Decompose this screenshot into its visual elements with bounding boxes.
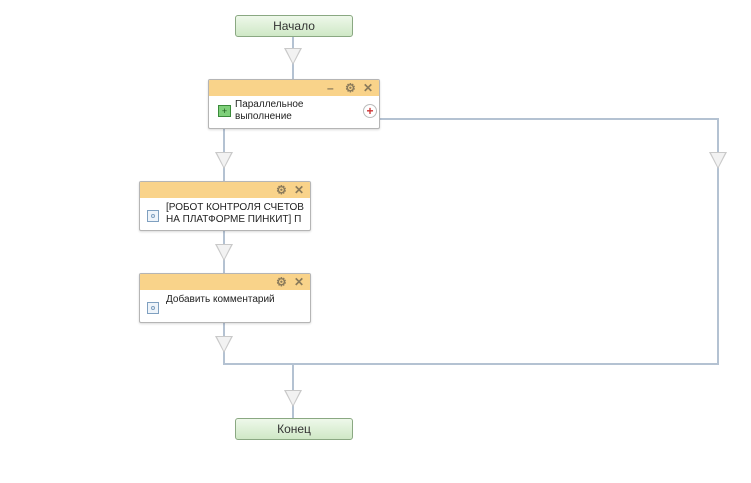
parallel-block[interactable]: – ⚙ ✕ + Параллельное выполнение +: [208, 79, 380, 129]
close-icon[interactable]: ✕: [294, 275, 305, 289]
block-header: ⚙ ✕: [140, 274, 310, 290]
gear-icon[interactable]: ⚙: [345, 81, 356, 95]
block-title: [РОБОТ КОНТРОЛЯ СЧЕТОВ НА ПЛАТФОРМЕ ПИНК…: [166, 202, 304, 225]
block-title: Добавить комментарий: [166, 294, 275, 305]
close-icon[interactable]: ✕: [363, 81, 374, 95]
arrow-down-icon: [215, 152, 233, 169]
block-header: – ⚙ ✕: [209, 80, 379, 96]
end-node[interactable]: Конец: [235, 418, 353, 440]
activity-icon: [147, 302, 159, 314]
block-header: ⚙ ✕: [140, 182, 310, 198]
robot-block[interactable]: ⚙ ✕ [РОБОТ КОНТРОЛЯ СЧЕТОВ НА ПЛАТФОРМЕ …: [139, 181, 311, 231]
add-branch-icon[interactable]: +: [363, 104, 377, 118]
comment-block[interactable]: ⚙ ✕ Добавить комментарий: [139, 273, 311, 323]
connector: [380, 118, 719, 120]
arrow-down-icon: [284, 390, 302, 407]
parallel-icon: +: [218, 105, 231, 117]
arrow-down-icon: [284, 48, 302, 65]
connector: [717, 118, 719, 365]
minimize-icon[interactable]: –: [327, 81, 334, 95]
start-node[interactable]: Начало: [235, 15, 353, 37]
gear-icon[interactable]: ⚙: [276, 183, 287, 197]
arrow-down-icon: [709, 152, 727, 169]
gear-icon[interactable]: ⚙: [276, 275, 287, 289]
block-title: Параллельное выполнение: [235, 99, 304, 122]
activity-icon: [147, 210, 159, 222]
connector: [223, 363, 719, 365]
close-icon[interactable]: ✕: [294, 183, 305, 197]
arrow-down-icon: [215, 244, 233, 261]
arrow-down-icon: [215, 336, 233, 353]
